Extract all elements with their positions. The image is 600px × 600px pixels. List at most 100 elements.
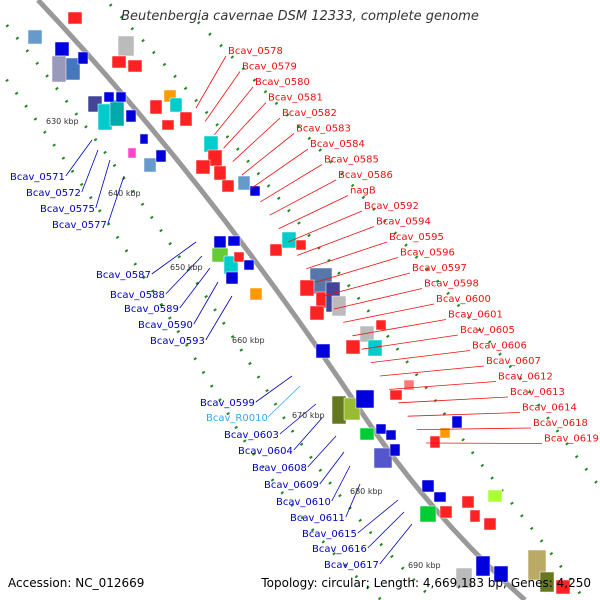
leader-right-7 bbox=[260, 164, 323, 203]
gene-feature-11 bbox=[109, 99, 125, 127]
gene-feature-7 bbox=[111, 55, 127, 69]
leader-left-14 bbox=[319, 451, 345, 485]
gene-label-left-2: Bcav_0575 bbox=[40, 204, 95, 215]
leader-left-17 bbox=[357, 499, 399, 534]
gene-label-left-4: Bcav_0587 bbox=[96, 270, 151, 281]
leader-right-8 bbox=[269, 179, 337, 216]
tick-track-2 bbox=[108, 3, 587, 600]
gene-feature-53 bbox=[389, 389, 403, 401]
leader-left-4 bbox=[151, 241, 197, 275]
leader-right-14 bbox=[324, 272, 411, 296]
accession-text: Accession: NC_012669 bbox=[8, 576, 145, 590]
leader-left-6 bbox=[179, 267, 211, 309]
gene-label-right-25: Bcav_0619 bbox=[544, 434, 599, 445]
gene-label-right-7: Bcav_0585 bbox=[324, 155, 379, 166]
gene-feature-5 bbox=[77, 51, 89, 65]
gene-label-left-16: Bcav_0611 bbox=[290, 513, 345, 524]
gene-label-right-10: Bcav_0592 bbox=[364, 201, 419, 212]
tick-track-0 bbox=[0, 68, 384, 600]
gene-label-left-17: Bcav_0615 bbox=[302, 529, 357, 540]
gene-feature-31 bbox=[213, 235, 227, 249]
leader-right-22 bbox=[398, 396, 509, 404]
gene-label-right-18: Bcav_0605 bbox=[460, 325, 515, 336]
kbp-label-6: 690 kbp bbox=[408, 561, 441, 570]
leader-left-11 bbox=[279, 403, 317, 435]
gene-feature-71 bbox=[469, 509, 481, 523]
gene-label-right-16: Bcav_0600 bbox=[436, 294, 491, 305]
gene-label-right-14: Bcav_0597 bbox=[412, 263, 467, 274]
label-leader-lines bbox=[65, 55, 543, 565]
gene-feature-57 bbox=[355, 389, 375, 409]
genome-backbone bbox=[36, 0, 527, 600]
leader-right-17 bbox=[352, 319, 447, 337]
leader-right-16 bbox=[343, 303, 435, 323]
gene-feature-76 bbox=[493, 565, 509, 583]
gene-label-right-20: Bcav_0607 bbox=[486, 356, 541, 367]
leader-right-9 bbox=[278, 195, 349, 229]
leader-left-13 bbox=[307, 435, 337, 468]
gene-label-left-14: Bcav_0609 bbox=[264, 480, 319, 491]
leader-left-12 bbox=[293, 417, 323, 451]
gene-feature-1 bbox=[27, 29, 43, 45]
gene-feature-12 bbox=[103, 91, 115, 103]
gene-feature-52 bbox=[315, 343, 331, 359]
gene-feature-26 bbox=[195, 159, 211, 175]
tick-track-1 bbox=[0, 14, 436, 600]
kbp-label-1: 640 kbp bbox=[108, 189, 141, 198]
gene-feature-18 bbox=[179, 111, 193, 127]
gene-feature-38 bbox=[249, 287, 263, 301]
kbp-label-3: 660 kbp bbox=[232, 336, 265, 345]
gene-label-right-8: Bcav_0586 bbox=[338, 170, 393, 181]
gene-feature-54 bbox=[403, 379, 415, 391]
gene-labels: Bcav_0578Bcav_0579Bcav_0580Bcav_0581Bcav… bbox=[10, 46, 599, 571]
gene-label-right-15: Bcav_0598 bbox=[424, 279, 479, 290]
leader-right-2 bbox=[214, 86, 254, 136]
leader-left-10 bbox=[267, 385, 301, 418]
gene-label-left-10: Bcav_R0010 bbox=[206, 413, 268, 424]
leader-left-7 bbox=[193, 281, 219, 325]
gene-feature-32 bbox=[227, 235, 241, 247]
gene-feature-47 bbox=[309, 305, 325, 321]
gene-label-left-6: Bcav_0589 bbox=[124, 304, 179, 315]
gene-feature-39 bbox=[269, 243, 283, 257]
gene-features bbox=[27, 11, 571, 595]
kbp-label-4: 670 kbp bbox=[292, 411, 325, 420]
gene-label-left-7: Bcav_0590 bbox=[138, 320, 193, 331]
gene-feature-65 bbox=[451, 415, 463, 429]
gene-label-right-12: Bcav_0595 bbox=[389, 232, 444, 243]
gene-label-left-8: Bcav_0593 bbox=[150, 336, 205, 347]
gene-label-right-19: Bcav_0606 bbox=[472, 341, 527, 352]
gene-feature-78 bbox=[539, 571, 555, 593]
gene-label-right-9: nagB bbox=[350, 186, 376, 197]
gene-label-left-12: Bcav_0604 bbox=[238, 446, 293, 457]
gene-feature-14 bbox=[125, 109, 137, 123]
gene-label-right-0: Bcav_0578 bbox=[228, 46, 283, 57]
gene-feature-64 bbox=[439, 427, 451, 439]
leader-right-13 bbox=[315, 257, 399, 283]
gene-feature-41 bbox=[295, 239, 307, 251]
gene-feature-59 bbox=[375, 423, 387, 435]
leader-right-10 bbox=[287, 210, 363, 243]
gene-feature-40 bbox=[281, 231, 297, 249]
leader-right-20 bbox=[379, 365, 485, 377]
leader-left-19 bbox=[379, 523, 413, 565]
leader-left-5 bbox=[165, 255, 203, 295]
gene-label-right-13: Bcav_0596 bbox=[400, 248, 455, 259]
leader-left-9 bbox=[255, 375, 293, 403]
gene-label-left-15: Bcav_0610 bbox=[276, 497, 331, 508]
leader-left-3 bbox=[107, 175, 125, 225]
gene-label-right-2: Bcav_0580 bbox=[255, 77, 310, 88]
gene-feature-58 bbox=[359, 427, 375, 441]
gene-feature-70 bbox=[461, 495, 475, 509]
gene-label-left-1: Bcav_0572 bbox=[26, 188, 81, 199]
leader-right-4 bbox=[232, 117, 281, 162]
gene-label-left-13: Bcav_0608 bbox=[252, 463, 307, 474]
gene-feature-28 bbox=[221, 179, 235, 193]
leader-left-0 bbox=[65, 139, 93, 177]
gene-feature-68 bbox=[419, 505, 437, 523]
gene-feature-43 bbox=[299, 279, 315, 297]
gene-feature-2 bbox=[54, 41, 70, 57]
gene-feature-23 bbox=[155, 149, 167, 163]
